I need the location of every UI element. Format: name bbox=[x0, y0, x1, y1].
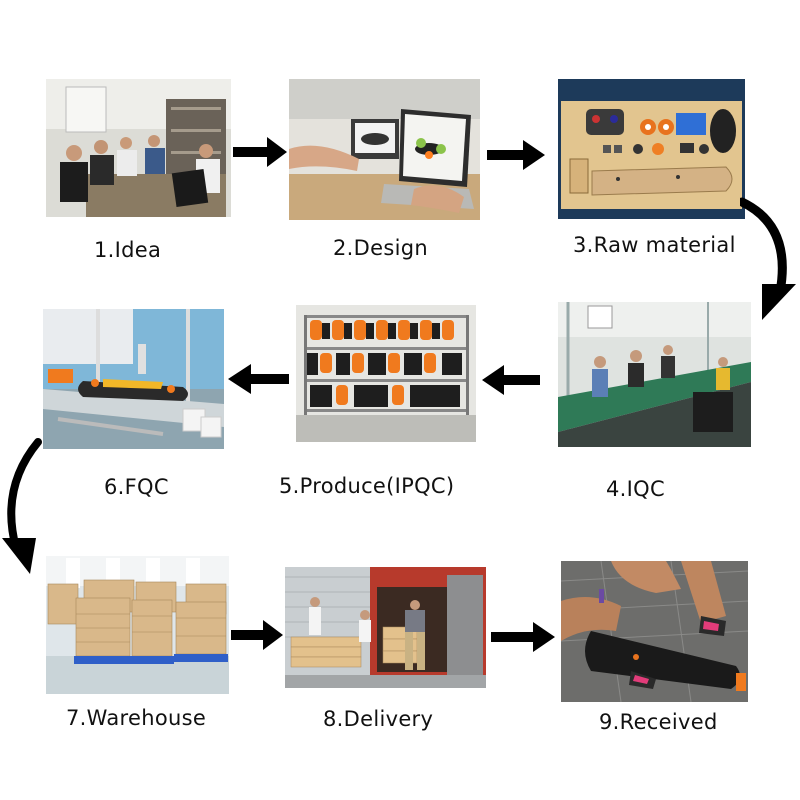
photo-iqc bbox=[558, 302, 751, 447]
arrow-right-icon bbox=[233, 137, 287, 167]
step-label-fqc: 6.FQC bbox=[104, 475, 169, 499]
photo-produce bbox=[296, 305, 476, 442]
step-label-design: 2.Design bbox=[333, 236, 428, 260]
arrow-left-icon bbox=[228, 364, 289, 394]
arrow-right-icon bbox=[487, 140, 545, 170]
photo-idea bbox=[46, 79, 231, 217]
photo-warehouse bbox=[46, 556, 229, 694]
curved-arrow-down-icon bbox=[0, 438, 52, 578]
arrow-left-icon bbox=[482, 365, 540, 395]
laptop-design-photo bbox=[289, 79, 480, 220]
inspection-line-photo bbox=[558, 302, 751, 447]
warehouse-boxes-photo bbox=[46, 556, 229, 694]
truck-loading-photo bbox=[285, 567, 486, 688]
photo-delivery bbox=[285, 567, 486, 688]
test-rig-photo bbox=[43, 309, 224, 449]
step-label-idea: 1.Idea bbox=[94, 238, 162, 262]
step-label-raw-material: 3.Raw material bbox=[573, 233, 736, 257]
photo-raw-material bbox=[558, 79, 745, 219]
step-label-received: 9.Received bbox=[599, 710, 718, 734]
step-label-produce: 5.Produce(IPQC) bbox=[279, 474, 455, 498]
curved-arrow-down-icon bbox=[740, 196, 798, 326]
photo-design bbox=[289, 79, 480, 220]
team-meeting-photo bbox=[46, 79, 231, 217]
board-received-photo bbox=[561, 561, 748, 702]
photo-received bbox=[561, 561, 748, 702]
raw-parts-photo bbox=[558, 79, 745, 219]
step-label-warehouse: 7.Warehouse bbox=[66, 706, 207, 730]
arrow-right-icon bbox=[491, 622, 555, 652]
step-label-delivery: 8.Delivery bbox=[323, 707, 434, 731]
production-rack-photo bbox=[296, 305, 476, 442]
step-label-iqc: 4.IQC bbox=[606, 477, 665, 501]
photo-fqc bbox=[43, 309, 224, 449]
arrow-right-icon bbox=[231, 620, 283, 650]
